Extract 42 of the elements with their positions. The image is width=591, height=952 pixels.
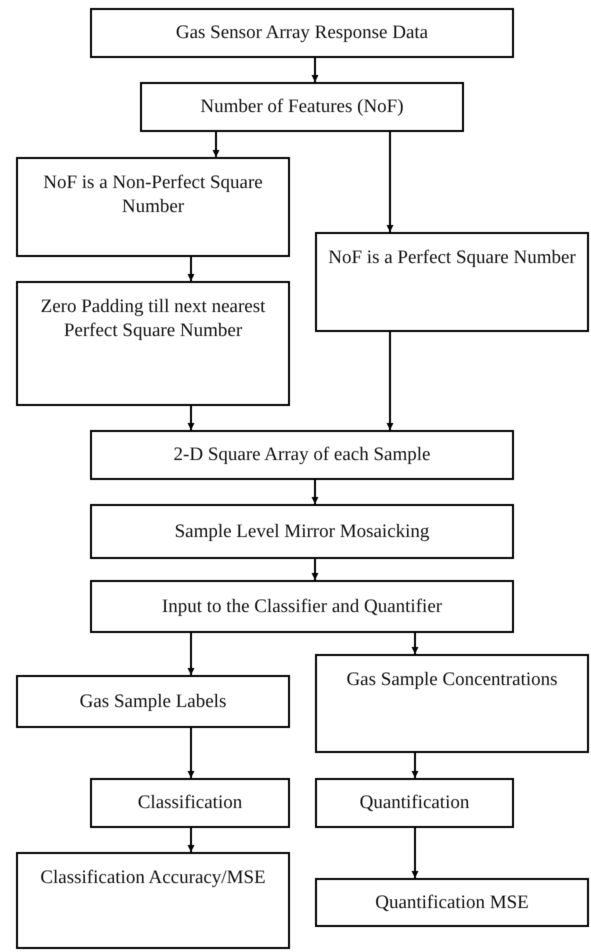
box-text: Sample Level Mirror Mosaicking [174, 520, 430, 544]
arrow [412, 828, 418, 878]
process-box [90, 430, 514, 480]
process-box [16, 852, 290, 949]
box-text: NoF is a Perfect Square Number [328, 246, 576, 270]
box-text: NoF is a Non-Perfect Square Number [42, 171, 264, 218]
arrow [188, 828, 194, 852]
process-box [16, 675, 290, 728]
arrow [312, 58, 318, 82]
arrow [212, 132, 220, 157]
process-box [315, 878, 589, 927]
box-text: Gas Sample Labels [80, 690, 226, 714]
arrow [312, 480, 318, 504]
process-box [90, 504, 514, 559]
box-text: Quantification MSE [375, 890, 529, 914]
box-text: Classification [138, 791, 242, 815]
box-text: Quantification [360, 791, 470, 815]
box-text: Gas Sample Concentrations [346, 668, 558, 692]
box-text: Gas Sensor Array Response Data [176, 21, 428, 45]
process-box [315, 778, 514, 828]
box-text: Classification Accuracy/MSE [40, 866, 266, 890]
process-box [315, 232, 589, 332]
process-box [90, 580, 514, 633]
process-box [140, 82, 464, 132]
arrow [188, 406, 194, 430]
arrow [412, 633, 418, 654]
process-box [16, 157, 290, 257]
box-text: Number of Features (NoF) [200, 95, 404, 119]
process-box [90, 8, 514, 58]
box-text: 2-D Square Array of each Sample [174, 443, 430, 467]
box-text: Input to the Classifier and Quantifier [162, 594, 442, 618]
arrow [188, 633, 194, 675]
process-box [315, 654, 589, 753]
process-box [90, 778, 290, 828]
box-text: Zero Padding till next nearest Perfect Square Number [40, 295, 266, 342]
arrow [312, 559, 318, 580]
arrow [412, 753, 418, 778]
arrow [386, 132, 394, 232]
process-box [16, 281, 290, 406]
arrow [188, 728, 194, 778]
arrow [386, 332, 394, 430]
arrow [188, 257, 194, 281]
